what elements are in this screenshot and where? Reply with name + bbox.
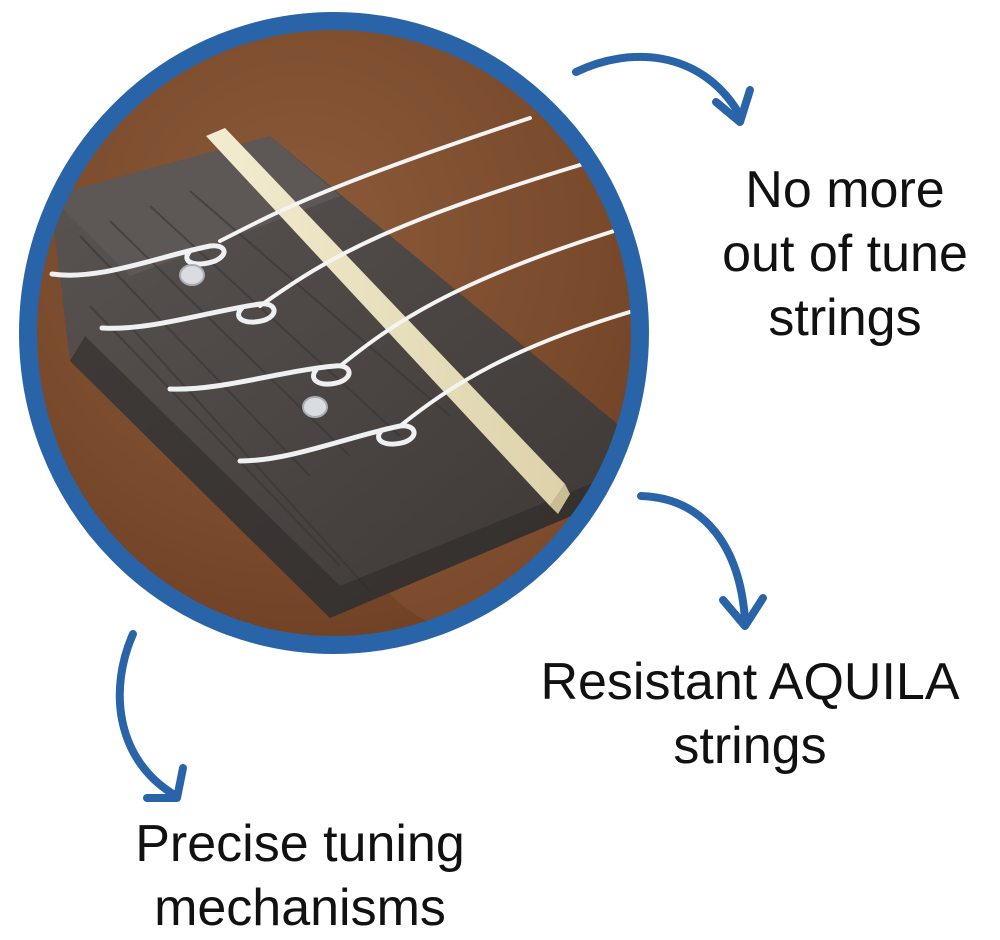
bone-saddle (206, 128, 570, 514)
string-ties (49, 243, 417, 464)
callout-line: No more (745, 161, 945, 219)
bridge-block (50, 136, 620, 618)
callout-line: mechanisms (154, 879, 446, 937)
strings (218, 116, 634, 428)
blue-ring (19, 12, 649, 654)
callout-line: Precise tuning (135, 815, 465, 873)
callout-line: out of tune (722, 225, 968, 283)
bridge-photo-circle (19, 12, 649, 654)
callout-tune-stability: No more out of tune strings (700, 158, 990, 350)
callout-line: strings (673, 717, 827, 775)
photo-content (34, 27, 634, 639)
arrow-bottom-left (115, 630, 187, 802)
callout-line: strings (768, 289, 922, 347)
arrow-top-right (572, 52, 754, 126)
callout-line: Resistant AQUILA (540, 653, 960, 711)
pearl-dot (302, 396, 328, 418)
pearl-dot (179, 264, 205, 286)
arrow-middle-right (637, 492, 767, 630)
callout-aquila-strings: Resistant AQUILA strings (490, 650, 1000, 778)
callout-tuning-mechanisms: Precise tuning mechanisms (90, 812, 510, 940)
